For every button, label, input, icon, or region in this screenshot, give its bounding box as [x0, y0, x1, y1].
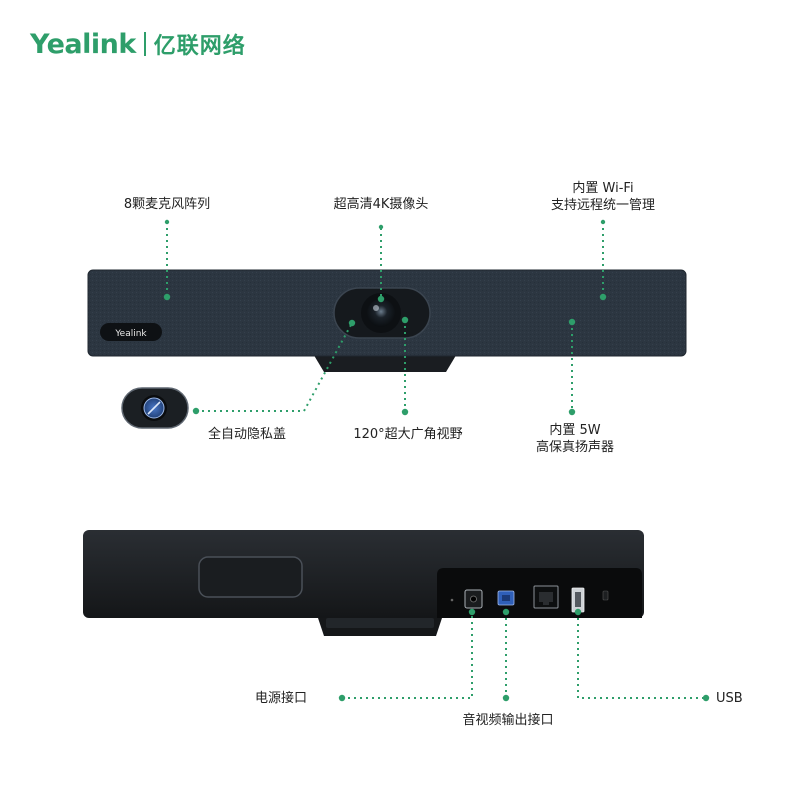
reset-hole	[602, 590, 609, 601]
label-av-output: 音视频输出接口	[462, 713, 554, 728]
brand-logo: Yealink 亿联网络	[30, 28, 246, 60]
rear-device	[83, 530, 644, 636]
brand-name-cn: 亿联网络	[153, 34, 246, 59]
rear-callout-dots	[338, 608, 710, 702]
label-speaker: 内置 5W 高保真扬声器	[536, 422, 614, 456]
front-callout-lines	[166, 222, 604, 412]
label-power-port: 电源接口	[255, 691, 308, 706]
rear-callout-lines	[342, 612, 706, 699]
front-device: Yealink	[87, 269, 687, 372]
label-privacy-cover: 全自动隐私盖	[208, 427, 287, 442]
device-logo-badge	[100, 323, 162, 341]
front-callout-dots	[163, 219, 607, 416]
label-speaker-line2: 高保真扬声器	[535, 440, 615, 455]
rear-grip-recess	[198, 556, 303, 598]
label-usb: USB	[716, 691, 743, 706]
label-wifi-line2: 支持远程统一管理	[550, 198, 656, 213]
label-mic-array: 8颗麦克风阵列	[123, 197, 211, 212]
label-wifi: 内置 Wi-Fi 支持远程统一管理	[551, 180, 655, 214]
label-wide-angle: 120°超大广角视野	[353, 427, 463, 442]
label-camera: 超高清4K摄像头	[333, 197, 429, 212]
brand-name-en: Yealink	[30, 28, 136, 60]
camera-lens	[367, 299, 395, 327]
privacy-cover-illustration	[121, 387, 189, 429]
label-wifi-line1: 内置 Wi-Fi	[572, 181, 634, 196]
brand-divider	[143, 32, 146, 56]
device-logo-text: Yealink	[114, 329, 147, 339]
label-speaker-line1: 内置 5W	[549, 423, 601, 438]
front-stand	[312, 352, 458, 372]
